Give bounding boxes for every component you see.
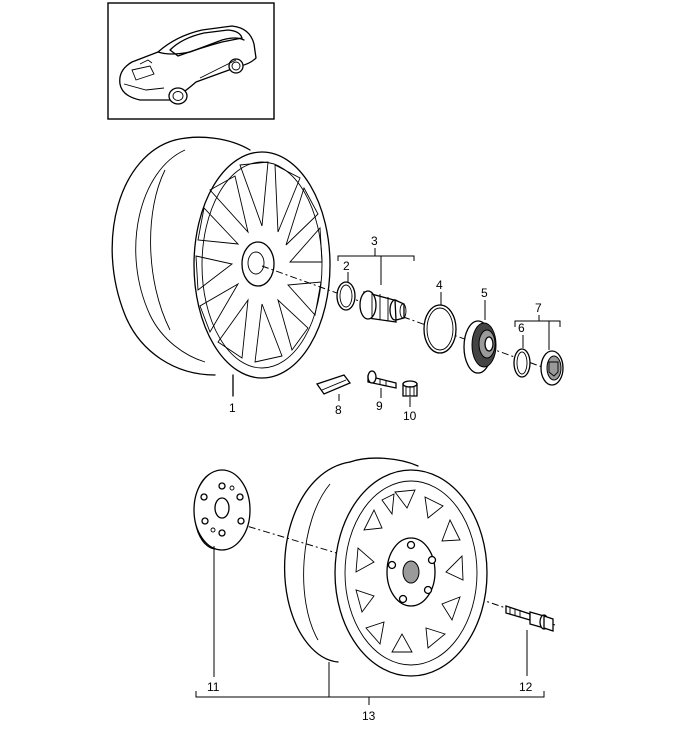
tyre-valve-9: 9 [367, 370, 397, 413]
centre-lock-nut-5: 5 [463, 286, 497, 374]
callout-4: 4 [436, 278, 443, 292]
callout-9: 9 [376, 399, 383, 413]
callout-3: 3 [371, 234, 378, 248]
bracket-7: 7 [514, 301, 561, 350]
crest-cap [540, 350, 564, 386]
car-illustration [119, 25, 257, 105]
seal-ring-6: 6 [513, 321, 531, 378]
alloy-wheel: 1 [111, 136, 331, 415]
callout-12: 12 [519, 680, 533, 694]
wheel-bolt-12: 12 [505, 605, 554, 694]
callout-6: 6 [518, 321, 525, 335]
wheel-spacer-11 [193, 469, 251, 551]
balance-weight-8: 8 [315, 374, 352, 417]
central-lock-adapter [359, 290, 407, 323]
valve-cap-10: 10 [402, 380, 418, 423]
spare-wheel [284, 457, 488, 677]
bracket-13: 11 13 [195, 546, 545, 723]
callout-10: 10 [403, 409, 417, 423]
vehicle-inset [107, 2, 275, 120]
seal-ring-4: 4 [423, 278, 457, 354]
callout-8: 8 [335, 403, 342, 417]
callout-5: 5 [481, 286, 488, 300]
callout-11: 11 [207, 680, 220, 694]
callout-1: 1 [229, 401, 236, 415]
wheel-spokes [195, 161, 323, 363]
callout-2: 2 [343, 259, 350, 273]
spare-wheel-vents [355, 489, 464, 653]
callout-13: 13 [362, 709, 376, 723]
seal-ring-2: 2 [336, 259, 356, 311]
bracket-3: 3 [337, 234, 415, 285]
callout-7: 7 [535, 301, 542, 315]
